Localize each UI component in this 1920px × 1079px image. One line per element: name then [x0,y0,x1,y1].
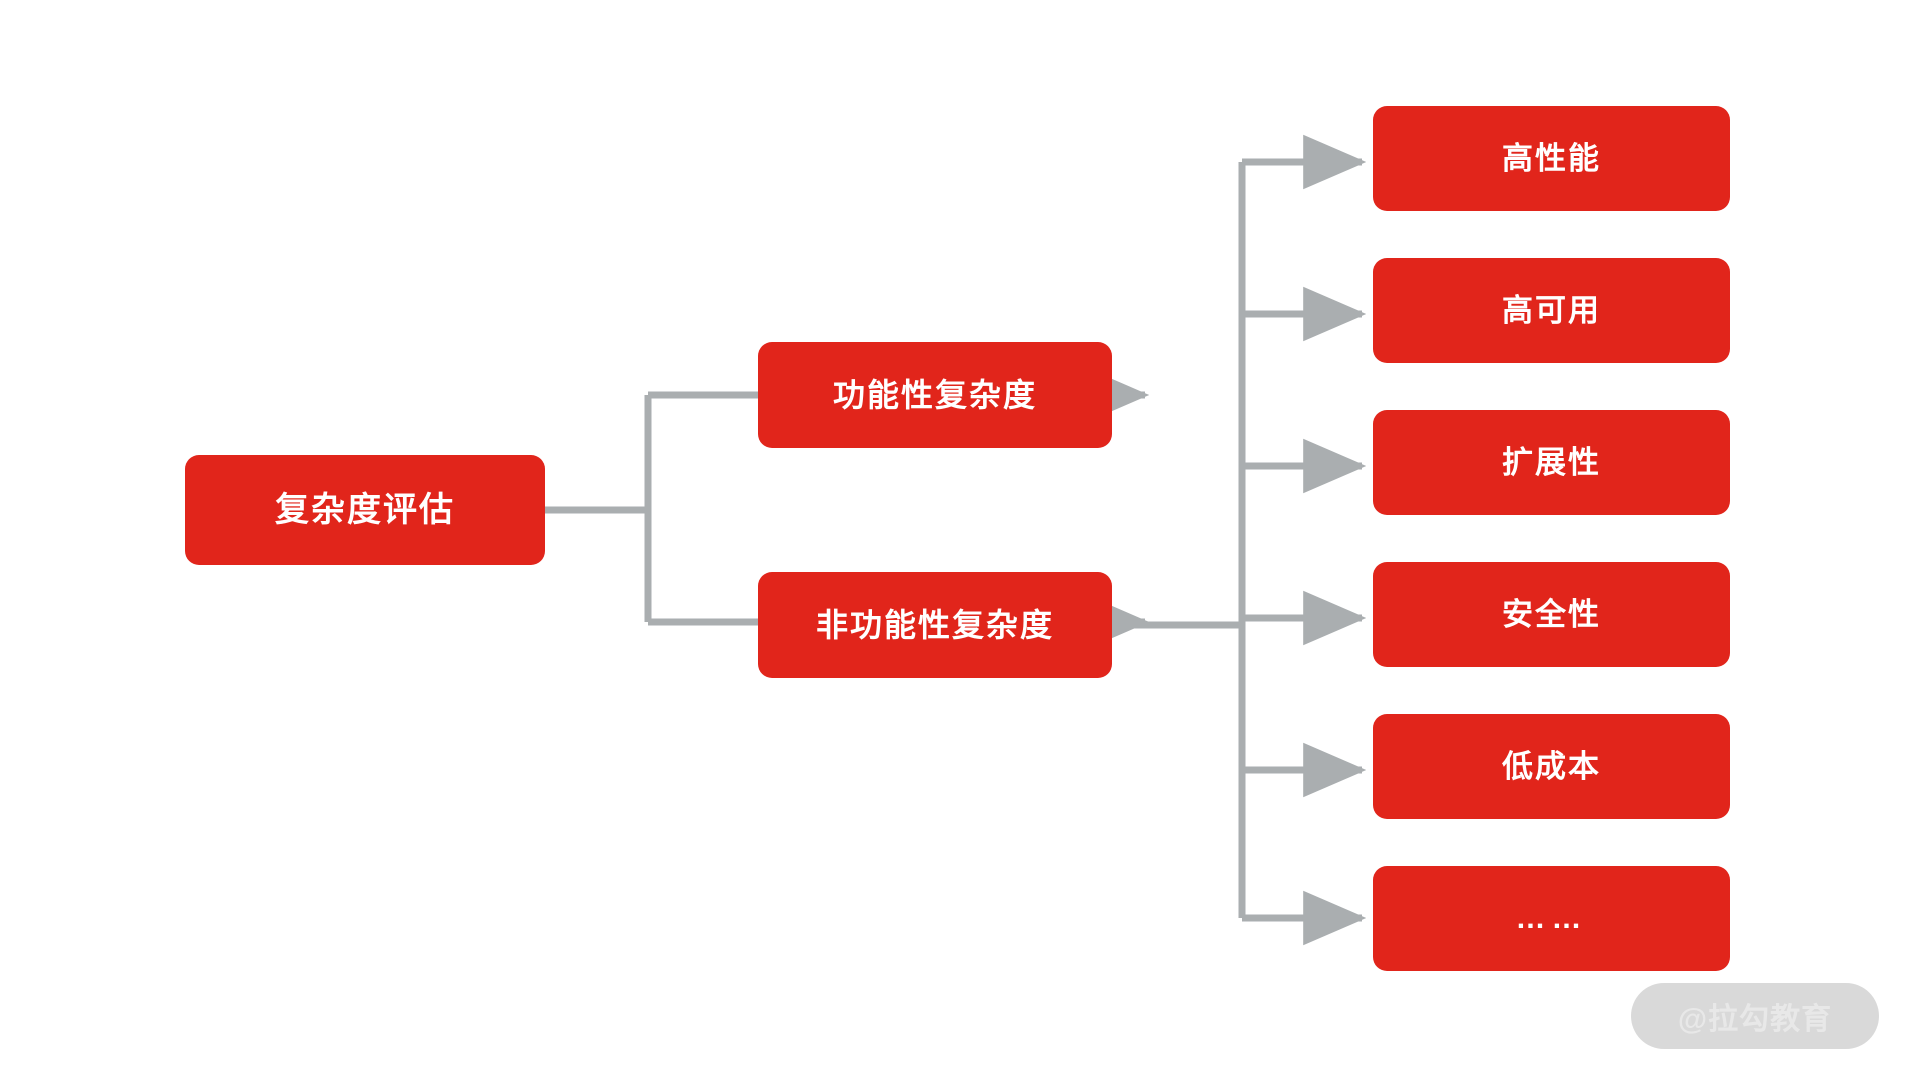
node-scalability[interactable]: 扩展性 [1373,410,1730,515]
node-high-availability[interactable]: 高可用 [1373,258,1730,363]
node-high-performance[interactable]: 高性能 [1373,106,1730,211]
node-functional-complexity[interactable]: 功能性复杂度 [758,342,1112,448]
node-nonfunctional-complexity[interactable]: 非功能性复杂度 [758,572,1112,678]
node-ellipsis-more[interactable]: …… [1373,866,1730,971]
watermark-badge: @拉勾教育 [1631,983,1879,1049]
node-low-cost[interactable]: 低成本 [1373,714,1730,819]
node-root-complexity-assessment[interactable]: 复杂度评估 [185,455,545,565]
watermark-label: @拉勾教育 [1677,1003,1833,1036]
node-security[interactable]: 安全性 [1373,562,1730,667]
